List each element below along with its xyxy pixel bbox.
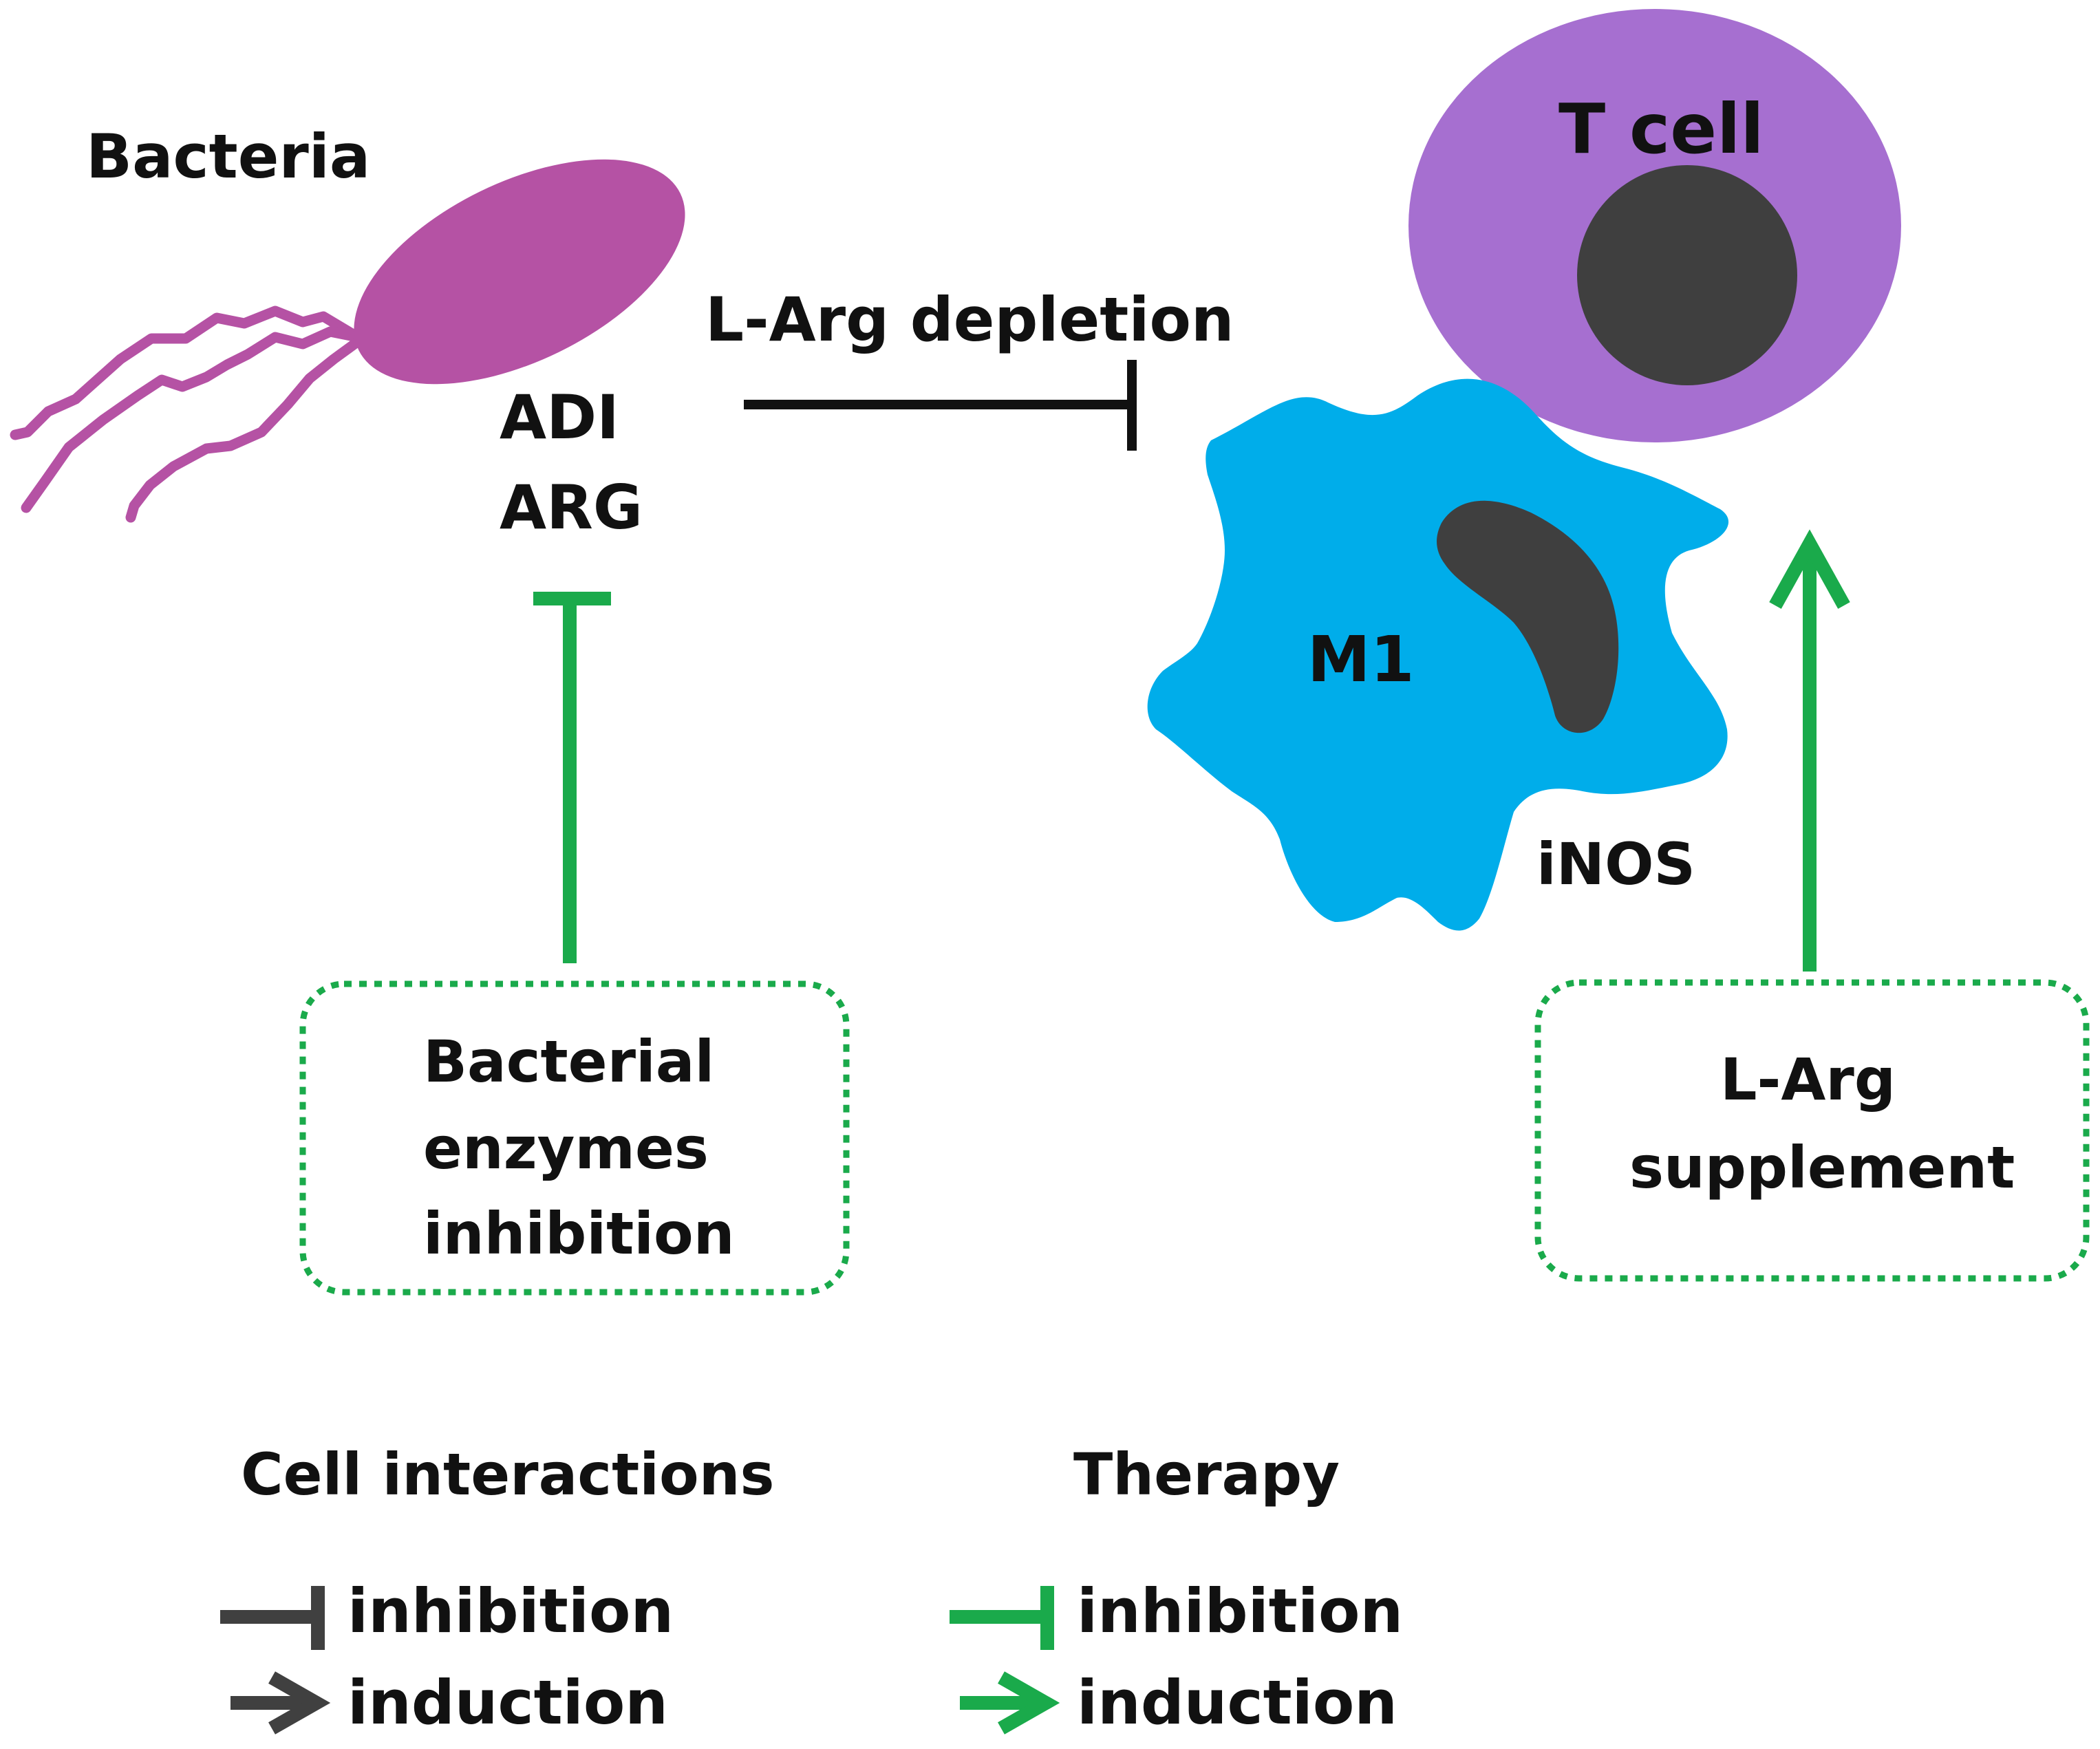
- bacterial-enzymes-line-1: Bacterial: [423, 1028, 714, 1095]
- bacteria-body: [354, 159, 685, 385]
- legend-therapy-inhibition-label: inhibition: [1077, 1576, 1403, 1646]
- bacterial-enzymes-line-2: enzymes: [423, 1115, 709, 1182]
- bacteria: Bacteria ADI ARG: [10, 121, 685, 543]
- legend-therapy-title: Therapy: [1073, 1441, 1340, 1508]
- legend-cell-inhibition-label: inhibition: [347, 1576, 674, 1646]
- bacterial-enzymes-box: [299, 980, 850, 1296]
- t-cell-nucleus: [1577, 165, 1797, 385]
- adi-label: ADI: [500, 382, 619, 453]
- therapy-inhibition-arrow: [533, 592, 611, 963]
- m1-body: [1147, 378, 1729, 931]
- legend-therapy-induction-label: induction: [1077, 1667, 1397, 1738]
- l-arg-supplement-line-2: supplement: [1629, 1134, 2015, 1201]
- t-cell-label: T cell: [1558, 89, 1764, 169]
- m1-label: M1: [1307, 623, 1415, 696]
- l-arg-supplement-box: [1534, 979, 2090, 1282]
- inos-label: iNOS: [1536, 830, 1695, 898]
- legend: Cell interactions Therapy inhibition ind…: [220, 1441, 1403, 1738]
- l-arg-supplement-line-1: L-Arg: [1720, 1046, 1896, 1113]
- legend-cell-inhibition-icon: [220, 1586, 325, 1650]
- bacteria-label: Bacteria: [86, 121, 370, 192]
- m1-nucleus: [1437, 500, 1619, 733]
- arg-label: ARG: [500, 472, 643, 543]
- legend-therapy-induction-icon: [960, 1671, 1060, 1735]
- therapy-induction-arrow: [1769, 529, 1850, 972]
- l-arg-depletion-label: L-Arg depletion: [705, 284, 1234, 355]
- legend-cell-induction-icon: [231, 1671, 331, 1735]
- bacteria-flagella: [10, 305, 365, 523]
- bacterial-enzymes-line-3: inhibition: [423, 1200, 735, 1267]
- m1-macrophage: M1 iNOS: [1147, 378, 1729, 931]
- legend-therapy-inhibition-icon: [950, 1586, 1054, 1650]
- legend-cell-induction-label: induction: [347, 1667, 668, 1738]
- legend-cell-interactions-title: Cell interactions: [241, 1441, 775, 1508]
- depletion-inhibition-arrow: [744, 360, 1137, 451]
- t-cell: T cell: [1408, 9, 1901, 442]
